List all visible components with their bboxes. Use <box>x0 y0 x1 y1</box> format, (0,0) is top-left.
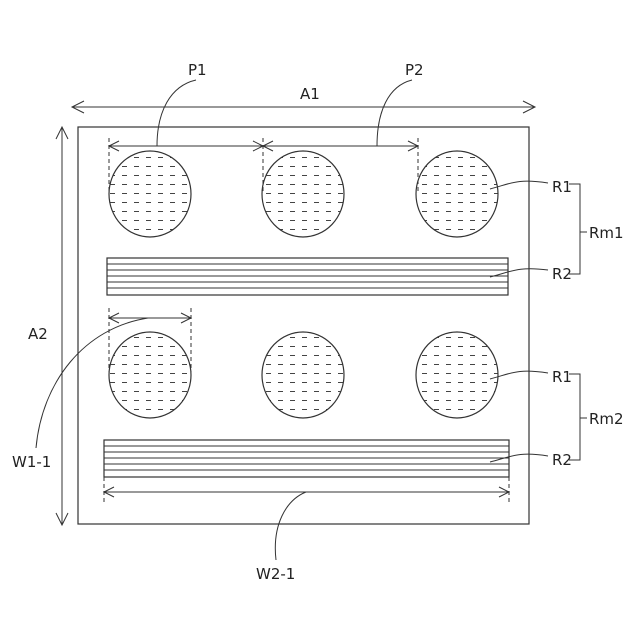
row2-stripe <box>104 440 509 477</box>
r1-bottom-label: R1 <box>552 368 572 386</box>
circle-r1-3 <box>416 151 498 237</box>
a2-dimension <box>56 127 68 525</box>
circle-r1-6 <box>416 332 498 418</box>
rm1-label: Rm1 <box>589 224 624 242</box>
circle-r1-1 <box>109 151 191 237</box>
row1-stripe <box>107 258 508 295</box>
r1-top-leader <box>490 181 548 189</box>
w2-1-dimension <box>104 477 509 502</box>
a1-label: A1 <box>300 85 320 103</box>
r1-bottom-leader <box>490 371 548 379</box>
a2-label: A2 <box>28 325 48 343</box>
p2-label: P2 <box>405 61 424 79</box>
row2-circles <box>109 332 498 418</box>
r2-bottom-label: R2 <box>552 451 572 469</box>
p2-leader <box>377 80 412 146</box>
w2-1-label: W2-1 <box>256 565 295 583</box>
rm2-label: Rm2 <box>589 410 624 428</box>
circle-r1-2 <box>262 151 344 237</box>
r2-top-label: R2 <box>552 265 572 283</box>
w1-1-label: W1-1 <box>12 453 51 471</box>
rm1-bracket <box>569 184 580 274</box>
p1-label: P1 <box>188 61 207 79</box>
rm2-bracket <box>569 374 580 460</box>
w2-1-leader <box>275 492 306 560</box>
r1-top-label: R1 <box>552 178 572 196</box>
row1-circles <box>109 151 498 237</box>
circle-r1-5 <box>262 332 344 418</box>
circle-r1-4 <box>109 332 191 418</box>
p1-leader <box>157 80 196 146</box>
